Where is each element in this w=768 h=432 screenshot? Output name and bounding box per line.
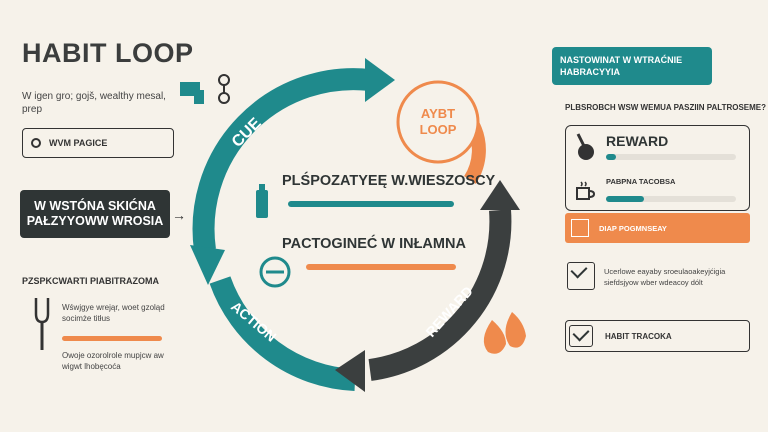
reward-card (565, 125, 750, 211)
section-heading: PZSPKCWARTI PIABITRAZOMA (22, 276, 159, 286)
circle-icon (31, 138, 41, 148)
habit-tracker-label: HABIT TRACOKA (605, 331, 672, 341)
check-icon (570, 261, 588, 279)
right-question: PLBSROBCH WSW WEMUA PASZIIN PALTROSEME? (565, 103, 767, 112)
action-arrowhead (190, 245, 225, 285)
orange-bar (306, 264, 456, 270)
coffee-cup-icon (576, 181, 596, 200)
reward-title: REWARD (606, 133, 669, 149)
subtitle: W igen gro; gojš, wealthy mesal, prep (22, 91, 166, 115)
arrow-right-icon: → (172, 207, 186, 223)
checklist-text: Ucerlowe eayaby sroeulaoakeyjćigia siefd… (604, 267, 726, 287)
reward-arrowhead (335, 350, 365, 392)
pill-label: WVM PAGICE (49, 138, 108, 148)
loop-circle (396, 80, 480, 164)
orange-bar-label: DIAP POGMNSEAY (599, 223, 667, 233)
checkbox[interactable] (571, 219, 589, 237)
cue-arc (192, 68, 372, 252)
cue-pill-button[interactable]: WVM PAGICE (22, 128, 174, 158)
bell-icon (576, 133, 594, 160)
scale-icon (259, 256, 291, 288)
flame-icon (483, 320, 506, 354)
check-icon (572, 324, 590, 342)
reward-subtitle: PABPNA TACOBSA (606, 177, 676, 186)
habit-tracker-item[interactable]: HABIT TRACOKA (565, 320, 750, 352)
reward-progress-fill-2 (606, 196, 644, 202)
reward-progress-track-2 (606, 196, 736, 202)
note-text: Owoje ozorolrole mupjcw aw wigwt lhobęco… (62, 351, 164, 371)
orange-action-bar[interactable]: DIAP POGMNSEAY (565, 213, 750, 243)
bottle-icon (256, 190, 268, 218)
puzzle-icon (180, 74, 230, 104)
action-arc (209, 276, 356, 391)
reward-progress-fill (606, 154, 616, 160)
teal-bar (288, 201, 454, 207)
reward-arrowhead-top (480, 180, 520, 210)
checkbox-checked[interactable] (567, 261, 595, 290)
cue-trigger-box: W WSTÓNA SKIĆNA PAŁZYYOWW WROSIA (20, 190, 170, 238)
progress-bar (62, 336, 162, 341)
fork-icon (34, 298, 50, 350)
cue-arrowhead (365, 58, 395, 102)
reward-progress-track (606, 154, 736, 160)
checkbox-checked[interactable] (569, 324, 593, 347)
note-text: Wśwjgye wrejąr, woet gzoląd socimże titł… (62, 303, 165, 323)
loop-circle-label: AYBT (421, 106, 455, 121)
center-heading-2: PACTOGINEĆ W INŁAMNA (282, 236, 466, 252)
reward-arc (368, 209, 512, 381)
habit-loop-diagram: AYBT LOOP CUE ACTION REWARD (180, 58, 526, 392)
page-title: HABIT LOOP (22, 38, 194, 68)
loop-circle-label-2: LOOP (420, 122, 457, 137)
right-header: NASTOWINAT W WTRAĆNIE HABRACYYIA (552, 47, 712, 85)
center-heading-1: PLŚPOZATYEĘ W.WIESZOSCY (282, 173, 496, 189)
